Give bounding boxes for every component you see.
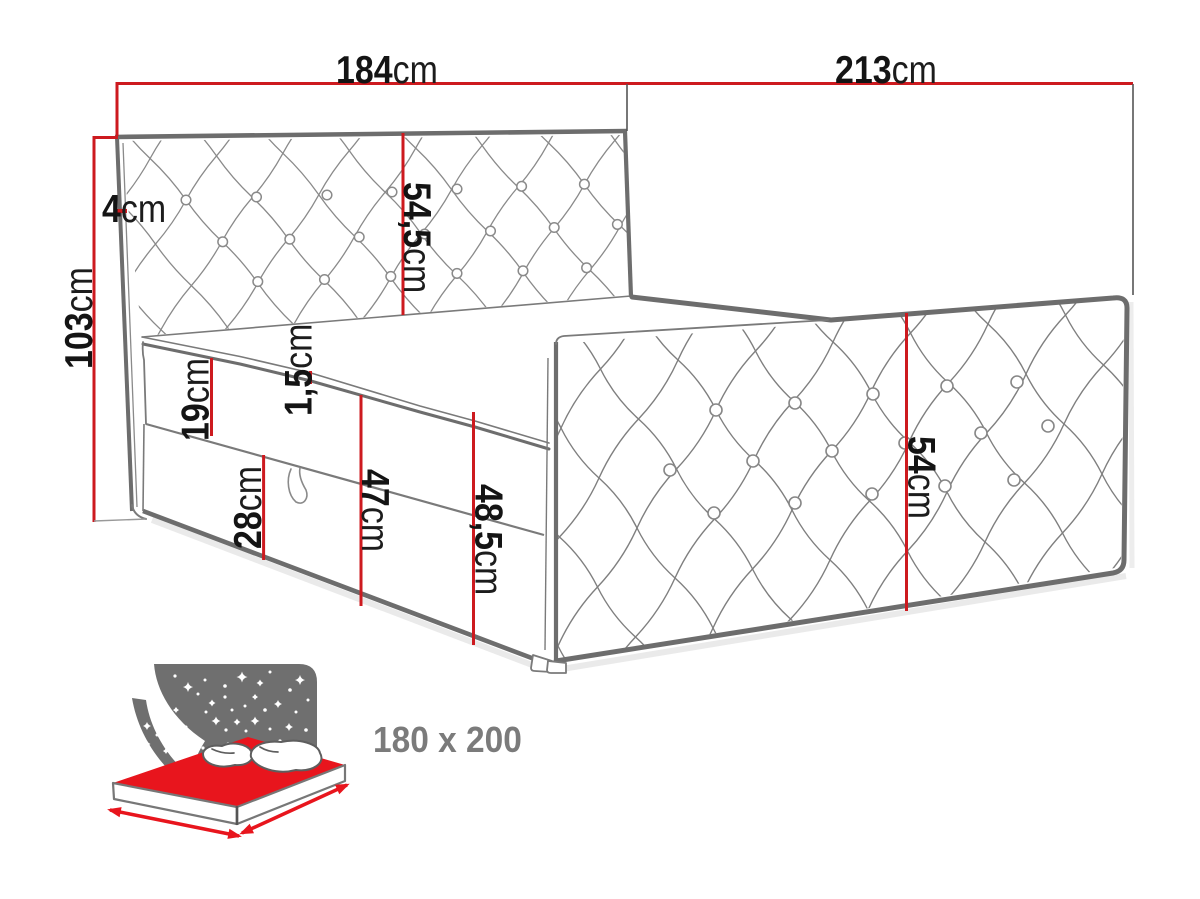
svg-text:28cm: 28cm xyxy=(226,466,270,549)
svg-text:1,5cm: 1,5cm xyxy=(276,324,320,416)
svg-text:48,5cm: 48,5cm xyxy=(467,484,511,595)
svg-text:47cm: 47cm xyxy=(353,469,397,552)
svg-text:180 x 200: 180 x 200 xyxy=(373,721,522,760)
svg-text:54,5cm: 54,5cm xyxy=(395,182,439,293)
svg-text:213cm: 213cm xyxy=(835,48,937,92)
svg-text:54cm: 54cm xyxy=(900,436,944,519)
svg-text:184cm: 184cm xyxy=(336,48,438,92)
svg-text:19cm: 19cm xyxy=(173,358,217,441)
svg-text:103cm: 103cm xyxy=(57,267,101,369)
svg-text:4cm: 4cm xyxy=(102,187,166,231)
